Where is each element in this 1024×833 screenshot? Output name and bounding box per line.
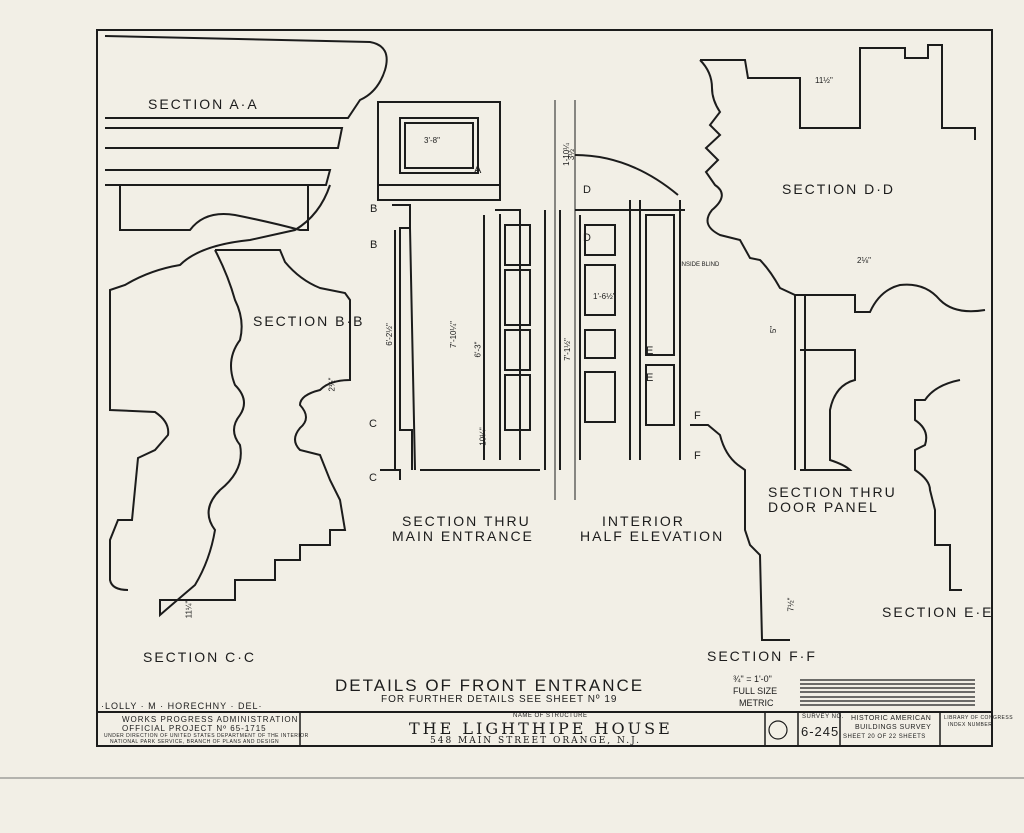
marker-d: D (583, 184, 592, 196)
wpa-line-3: UNDER DIRECTION OF UNITED STATES DEPARTM… (104, 733, 309, 739)
dimension-label: 10¼" (478, 427, 488, 446)
section-c-profile (109, 184, 331, 591)
section-a-modillion (119, 185, 309, 231)
survey-number: 6-245 (801, 724, 840, 739)
main-entrance-panel (399, 117, 479, 174)
dimension-label: 11½" (815, 76, 833, 85)
survey-label: SURVEY NO. (802, 714, 844, 720)
label-thru-door-1: SECTION THRU (768, 484, 897, 500)
dimension-label: 1'-6½" (593, 292, 616, 301)
marker-c: C (369, 472, 378, 484)
loc-line-2: INDEX NUMBER (948, 722, 993, 728)
dimension-label: 6'-3" (473, 341, 483, 358)
section-f-profile (690, 424, 790, 641)
label-thru-main-2: MAIN ENTRANCE (392, 528, 534, 544)
delineator: ·LOLLY · M · HORECHNY · DEL· (101, 701, 263, 711)
scale-metric: METRIC (739, 698, 774, 708)
dimension-label: 11¼" (184, 600, 194, 619)
main-entrance-column (392, 204, 416, 471)
label-section-c: SECTION C·C (143, 649, 256, 665)
marker-d: D (583, 232, 592, 244)
wpa-line-2: OFFICIAL PROJECT Nº 65-1715 (122, 724, 267, 733)
habs-line-1: HISTORIC AMERICAN (851, 715, 932, 722)
main-entrance-jamb (483, 209, 521, 460)
main-entrance-panel-inner (404, 122, 474, 169)
interior-door-frame (544, 200, 685, 470)
label-section-d: SECTION D·D (782, 181, 895, 197)
door-panel-4 (584, 371, 616, 423)
label-thru-main-1: SECTION THRU (402, 513, 531, 529)
structure-name-label: NAME OF STRUCTURE (513, 713, 588, 719)
dimension-label: INSIDE BLIND (680, 262, 720, 268)
marker-b: B (370, 203, 379, 215)
interior-seal (768, 720, 788, 740)
wpa-line-4: NATIONAL PARK SERVICE, BRANCH OF PLANS A… (110, 739, 280, 745)
structure-name: THE LIGHTHIPE HOUSE (409, 719, 673, 738)
section-d-moulding (699, 59, 986, 313)
drawing-title: DETAILS OF FRONT ENTRANCE (335, 676, 645, 695)
dimension-label: 7½" (786, 597, 796, 612)
dimension-label: 7'-1½" (562, 338, 572, 361)
marker-a: A (474, 164, 483, 176)
marker-b: B (370, 239, 379, 251)
jamb-panel-1 (504, 224, 531, 266)
marker-e: E (646, 345, 655, 357)
door-panel-1 (584, 224, 616, 256)
jamb-panel-3 (504, 329, 531, 371)
interior-arch (574, 154, 679, 196)
label-thru-door-2: DOOR PANEL (768, 499, 879, 515)
marker-c: C (369, 418, 378, 430)
loc-line-1: LIBRARY OF CONGRESS (944, 715, 1014, 721)
jamb-panel-2 (504, 269, 531, 326)
marker-f: F (694, 450, 702, 462)
drawing-linework (0, 29, 1024, 779)
door-panel-3 (584, 329, 616, 359)
section-b-profile (159, 249, 351, 618)
door-panel-2 (584, 264, 616, 316)
scale-ratio: ¾" = 1'-0" (733, 674, 772, 684)
label-section-b: SECTION B·B (253, 313, 365, 329)
label-interior-2: HALF ELEVATION (580, 528, 725, 544)
structure-address: 548 MAIN STREET ORANGE, N.J. (430, 736, 641, 746)
blind-panel (645, 214, 675, 356)
section-e-profile (914, 379, 962, 591)
section-a-profile (104, 35, 388, 186)
label-interior-1: INTERIOR (602, 513, 685, 529)
scale-full-size: FULL SIZE (733, 686, 778, 696)
habs-line-2: BUILDINGS SURVEY (855, 724, 932, 731)
dimension-label: 5" (769, 325, 779, 334)
main-entrance-sill (380, 469, 540, 480)
main-entrance-pediment (377, 101, 501, 201)
dimension-label: 3½ (567, 148, 577, 161)
sheet-border (96, 29, 993, 747)
section-d-profile (700, 44, 976, 140)
dimension-label: 6'-2½" (384, 323, 394, 346)
wpa-line-1: WORKS PROGRESS ADMINISTRATION (122, 715, 299, 724)
drawing-subtitle: FOR FURTHER DETAILS SEE SHEET Nº 19 (381, 694, 618, 705)
dimension-label: 3'-8" (424, 136, 440, 145)
label-section-f: SECTION F·F (707, 648, 817, 664)
scale-bar (800, 679, 975, 706)
jamb-panel-4 (504, 374, 531, 431)
dimension-label: 2⅛" (857, 256, 871, 265)
dimension-label: 7'-10¼" (449, 320, 459, 349)
label-section-e: SECTION E·E (882, 604, 994, 620)
label-section-a: SECTION A·A (148, 96, 259, 112)
marker-e: E (646, 372, 655, 384)
sheet-number: SHEET 20 OF 22 SHEETS (843, 734, 926, 740)
dimension-label: 2½" (327, 377, 337, 392)
door-panel-section (794, 295, 856, 471)
blind-panel-lower (645, 364, 675, 426)
marker-f: F (694, 410, 702, 422)
